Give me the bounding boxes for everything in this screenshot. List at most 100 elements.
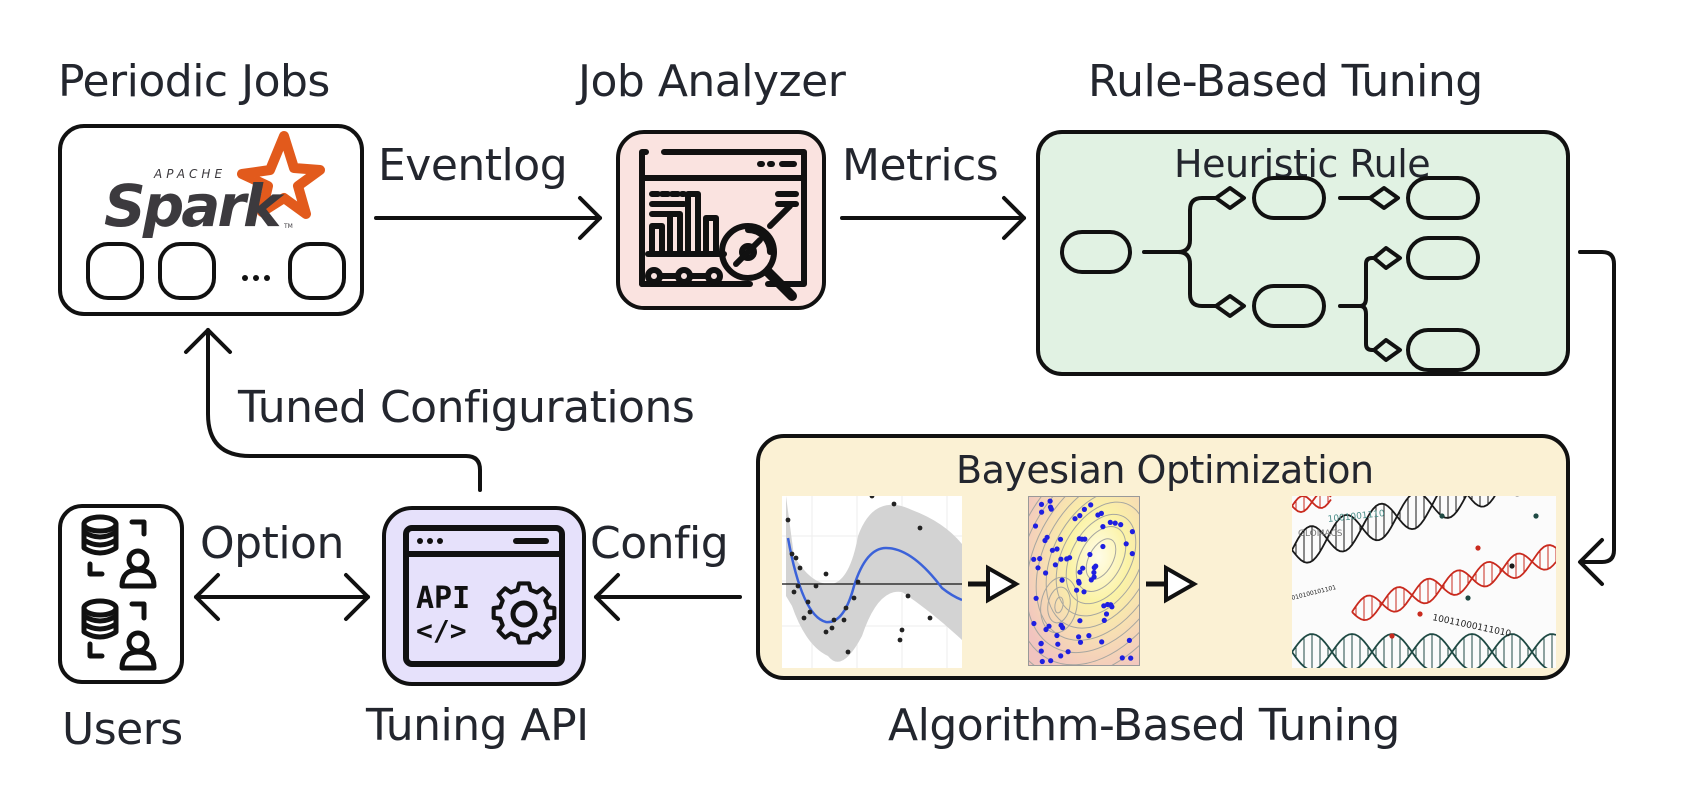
sample-point <box>1126 637 1132 643</box>
tree-leaf <box>1406 328 1480 372</box>
heuristic-rule-panel[interactable]: Heuristic Rule <box>1036 130 1570 376</box>
sample-point <box>1038 641 1044 647</box>
edge-label-option: Option <box>200 518 344 569</box>
sample-point <box>1035 565 1041 571</box>
users-node[interactable] <box>58 504 184 684</box>
contour-line <box>1047 586 1071 624</box>
observation-points <box>785 493 933 655</box>
observation-point <box>891 501 897 507</box>
arrow-option <box>194 573 370 621</box>
sample-point <box>1032 523 1039 529</box>
arrow-rule-to-algorithm <box>1578 250 1616 586</box>
genetic-algorithm-image: 1001001110 GLOMACS 10011000111010 010100… <box>1292 496 1556 668</box>
tree-leaf <box>1406 176 1480 220</box>
observation-point <box>785 517 791 523</box>
job-analyzer-title: Job Analyzer <box>578 56 846 107</box>
dna-backbone <box>1292 496 1332 509</box>
sample-point <box>1031 620 1037 627</box>
sample-point <box>1043 570 1049 576</box>
sample-point <box>1105 601 1111 608</box>
job-analyzer-node[interactable] <box>616 130 826 310</box>
ellipsis-dot <box>242 275 248 281</box>
observation-point <box>927 615 933 621</box>
algorithm-based-tuning-title: Algorithm-Based Tuning <box>888 700 1400 751</box>
observation-point <box>831 617 837 623</box>
database-icon <box>81 514 119 556</box>
sample-point <box>1058 622 1064 628</box>
analytics-dashboard-icon <box>639 149 807 301</box>
condition-diamond <box>1214 186 1246 210</box>
edge-label-metrics: Metrics <box>842 140 999 191</box>
sample-point <box>1129 529 1135 535</box>
tree-branch-lower <box>1176 250 1218 308</box>
sample-point <box>1058 556 1064 562</box>
observation-point <box>869 493 875 499</box>
tuning-api-node[interactable]: API </> <box>382 506 586 686</box>
sample-point <box>1044 534 1050 540</box>
sample-point <box>1100 524 1106 530</box>
sample-point <box>1031 556 1037 562</box>
observation-point <box>793 555 799 561</box>
observation-point <box>855 579 861 585</box>
bayesian-optimization-title: Bayesian Optimization <box>956 448 1374 492</box>
sample-point <box>1039 509 1045 515</box>
confidence-band <box>786 496 962 662</box>
observation-point <box>899 627 905 633</box>
observation-point <box>801 615 807 621</box>
condition-diamond <box>1214 294 1246 318</box>
sample-point <box>1047 504 1054 510</box>
api-settings-icon: API </> <box>403 525 565 667</box>
sample-point <box>1091 574 1097 580</box>
observation-point <box>823 571 829 577</box>
observation-point <box>843 605 849 611</box>
executor-slot-2 <box>158 242 216 300</box>
sample-point <box>1046 623 1052 629</box>
sample-point <box>1093 563 1099 569</box>
condition-diamond <box>1372 246 1402 270</box>
observation-point <box>897 637 903 643</box>
sample-point <box>1119 655 1125 661</box>
api-code-icon: </> <box>416 614 467 647</box>
observation-point <box>917 525 923 531</box>
sample-point <box>1087 551 1093 558</box>
dna-backbone <box>1351 552 1556 622</box>
sample-point <box>1107 519 1113 525</box>
sample-points <box>1031 498 1135 665</box>
user-icon <box>119 630 157 671</box>
dna-code-label: 1001001110 <box>1327 509 1385 525</box>
observation-point <box>845 649 851 655</box>
observation-point <box>851 595 857 601</box>
sample-point <box>1076 578 1082 584</box>
sample-point <box>1064 556 1070 562</box>
observation-point <box>841 617 847 623</box>
contour-line <box>1029 497 1139 654</box>
spark-logo-text: Spark <box>104 172 285 240</box>
periodic-jobs-node[interactable]: APACHE Spark TM <box>58 124 364 316</box>
dna-code-label: 010100101101 <box>1292 584 1337 602</box>
arrow-config <box>594 573 742 621</box>
dna-particle <box>1509 563 1515 569</box>
acquisition-contour-plot <box>1028 496 1140 666</box>
contour-line <box>1054 596 1064 614</box>
sample-point <box>1088 502 1094 508</box>
sample-point <box>1099 639 1105 645</box>
observation-point <box>905 593 911 599</box>
sample-point <box>1095 512 1101 518</box>
dna-particle <box>1389 633 1395 639</box>
sample-point <box>1112 520 1118 526</box>
sample-point <box>1048 658 1054 664</box>
observation-point <box>789 551 795 557</box>
spark-logo-icon: APACHE Spark TM <box>86 131 346 300</box>
database-icon <box>81 598 119 640</box>
sample-point <box>1086 633 1092 639</box>
dna-brand-label: GLOMACS <box>1298 529 1343 539</box>
dna-particle <box>1439 513 1445 519</box>
stage-arrow-icon <box>1146 564 1199 604</box>
bayesian-optimization-panel[interactable]: Bayesian Optimization <box>756 434 1570 680</box>
sample-point <box>1072 516 1078 522</box>
observation-point <box>829 625 835 631</box>
periodic-jobs-title: Periodic Jobs <box>58 56 330 107</box>
sample-point <box>1091 569 1097 576</box>
edge-label-config: Config <box>590 518 729 569</box>
sample-point <box>1129 551 1135 557</box>
